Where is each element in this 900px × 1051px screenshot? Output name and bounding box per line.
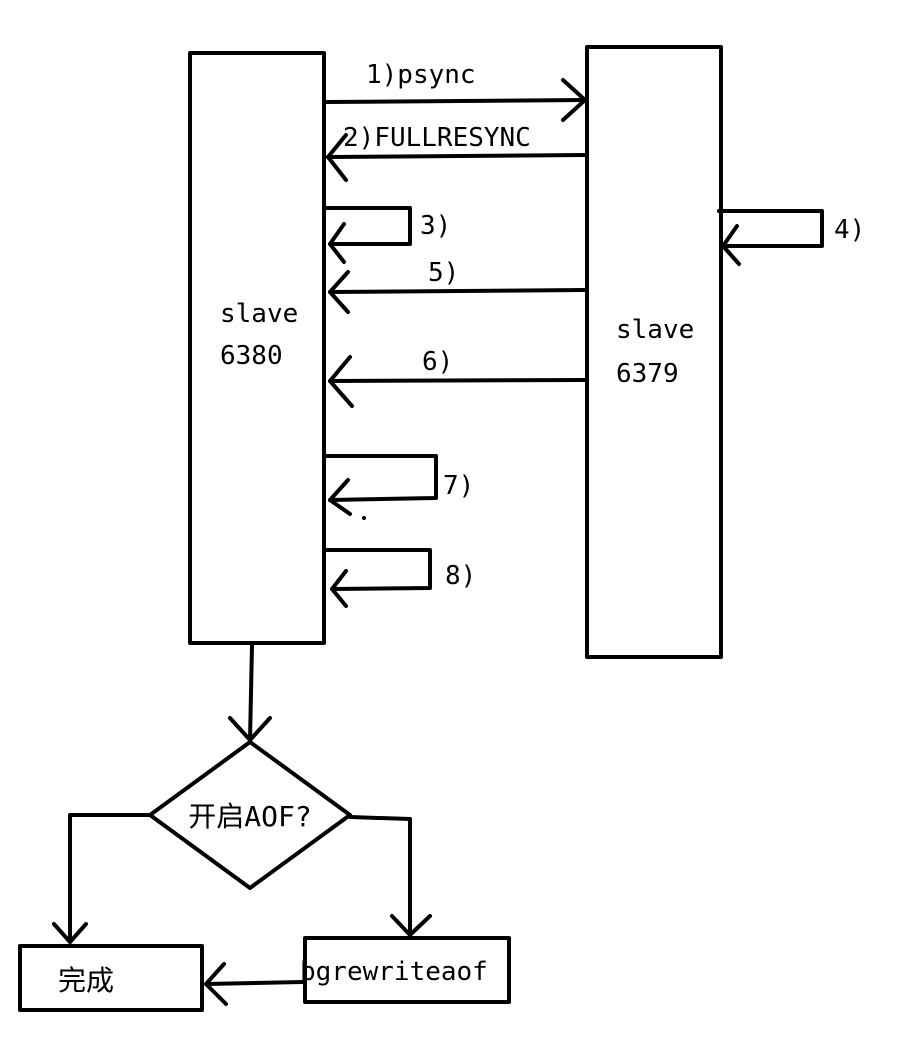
slave-6379-label-line1: slave	[616, 315, 694, 345]
loop-step-4: 4)	[717, 209, 865, 266]
slave-6380-box: slave 6380	[188, 51, 326, 645]
step-7-label: 7)	[443, 471, 474, 501]
arrow-to-decision	[228, 643, 272, 742]
step-1-label: 1)psync	[366, 60, 476, 90]
step-3-label: 3)	[420, 211, 451, 241]
slave-6379-label-line2: 6379	[616, 359, 679, 389]
arrow-step-6: 6)	[328, 347, 587, 408]
slave-6380-label-line1: slave	[220, 299, 298, 329]
loop-step-3: 3)	[324, 206, 451, 264]
loop-step-8: 8)	[324, 548, 476, 608]
arrow-step-2: 2)FULLRESYNC	[326, 123, 587, 182]
loop-step-7: 7)	[324, 454, 474, 520]
arrow-rewrite-to-done	[204, 962, 305, 1006]
done-box: 完成	[18, 944, 204, 1012]
step-6-label: 6)	[422, 347, 453, 377]
aof-decision: 开启AOF?	[148, 740, 352, 890]
slave-6379-box: slave 6379	[585, 45, 723, 659]
step-5-label: 5)	[428, 258, 459, 288]
rewrite-label: bgrewriteaof	[300, 957, 488, 987]
arrow-step-5: 5)	[328, 258, 587, 314]
step-4-label: 4)	[834, 215, 865, 245]
slave-6380-label-line2: 6380	[220, 341, 283, 371]
stray-dot	[362, 516, 366, 520]
arrow-yes-branch	[348, 815, 432, 937]
done-label: 完成	[58, 964, 114, 997]
rewrite-box: bgrewriteaof	[300, 936, 511, 1004]
arrow-no-branch	[52, 813, 152, 944]
aof-decision-label: 开启AOF?	[188, 800, 311, 833]
step-8-label: 8)	[445, 561, 476, 591]
arrow-step-1: 1)psync	[324, 60, 587, 122]
step-2-label: 2)FULLRESYNC	[343, 123, 531, 153]
